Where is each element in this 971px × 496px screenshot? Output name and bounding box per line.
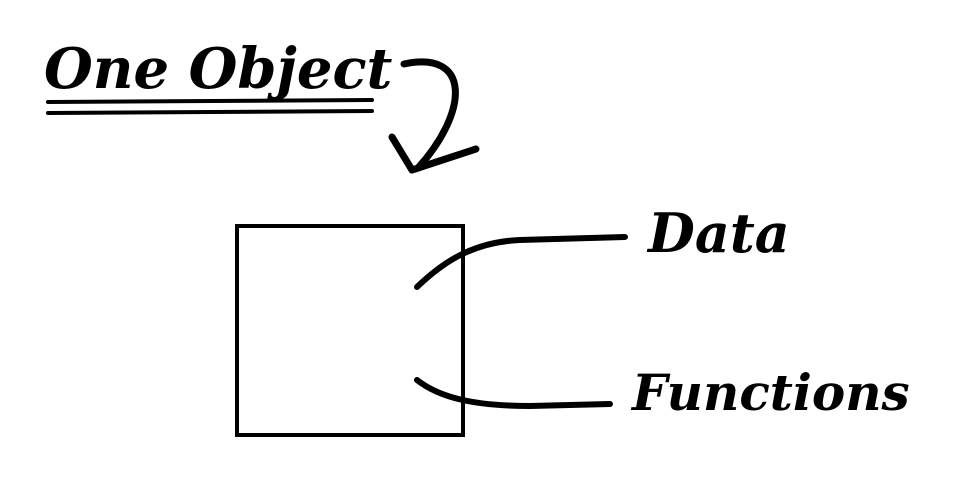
pointer-arrow bbox=[388, 58, 480, 174]
functions-connector bbox=[414, 377, 613, 409]
heading-text: One Object bbox=[44, 36, 393, 102]
object-box bbox=[235, 224, 465, 437]
functions-label: Functions bbox=[630, 363, 910, 422]
data-connector bbox=[414, 234, 628, 290]
heading-underline bbox=[46, 98, 374, 115]
data-label: Data bbox=[646, 201, 790, 265]
